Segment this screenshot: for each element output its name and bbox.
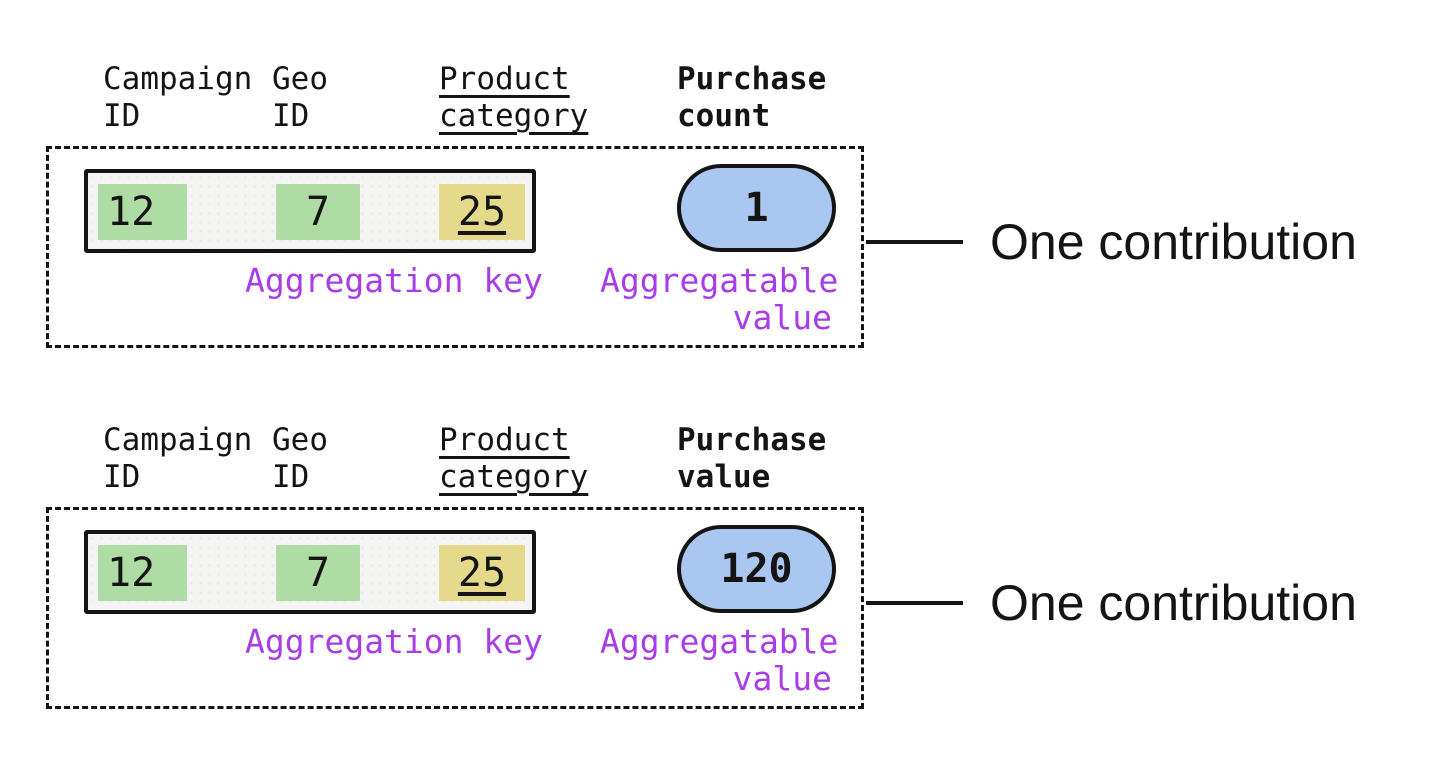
column-header-line: ID (272, 98, 310, 134)
column-header-line: Campaign (103, 422, 253, 458)
aggregatable-value-pill: 120 (677, 525, 836, 613)
contribution-block-value: Campaign ID Geo ID Product category Purc… (0, 361, 1442, 741)
aggregation-key-label: Aggregation key (244, 261, 543, 300)
campaign-id-cell: 12 (98, 184, 187, 240)
column-header-line: category (439, 98, 589, 134)
aggregatable-value-number: 1 (744, 185, 769, 231)
campaign-id-cell: 12 (98, 545, 187, 601)
aggregatable-value-label: Aggregatable value (600, 622, 839, 698)
column-header-line: Campaign (103, 61, 253, 97)
column-header-purchase-count: Purchase count (677, 61, 826, 135)
column-header-line: category (439, 459, 589, 495)
column-header-line: count (677, 98, 771, 134)
column-header-line: Geo (272, 61, 328, 97)
column-header-line: Geo (272, 422, 328, 458)
geo-id-cell: 7 (276, 184, 360, 240)
aggregatable-value-label: Aggregatable value (600, 261, 839, 337)
column-header-campaign-id: Campaign ID (103, 61, 252, 135)
contribution-boundary (46, 507, 864, 709)
column-header-line: Product (439, 61, 570, 97)
aggregatable-value-label-line: value (732, 659, 832, 698)
product-category-cell: 25 (439, 545, 525, 601)
column-header-product-category: Product category (439, 61, 588, 135)
aggregatable-value-label-line: Aggregatable (600, 622, 839, 661)
column-header-geo-id: Geo ID (272, 422, 328, 496)
aggregatable-value-number: 120 (720, 546, 793, 592)
product-category-cell: 25 (439, 184, 525, 240)
aggregatable-value-label-line: Aggregatable (600, 261, 839, 300)
column-header-purchase-value: Purchase value (677, 422, 826, 496)
callout-connector-line (866, 601, 963, 605)
geo-id-cell: 7 (276, 545, 360, 601)
aggregatable-value-label-line: value (732, 298, 832, 337)
column-header-line: ID (272, 459, 310, 495)
column-header-line: value (677, 459, 771, 495)
callout-one-contribution: One contribution (990, 575, 1357, 631)
column-header-geo-id: Geo ID (272, 61, 328, 135)
column-header-line: ID (103, 459, 141, 495)
column-header-line: Purchase (677, 422, 827, 458)
column-header-product-category: Product category (439, 422, 588, 496)
callout-connector-line (866, 240, 963, 244)
aggregation-key-label: Aggregation key (244, 622, 543, 661)
column-header-line: Product (439, 422, 570, 458)
product-category-value: 25 (457, 550, 507, 596)
column-header-line: Purchase (677, 61, 827, 97)
contribution-boundary (46, 146, 864, 348)
product-category-value: 25 (457, 189, 507, 235)
callout-one-contribution: One contribution (990, 214, 1357, 270)
column-header-line: ID (103, 98, 141, 134)
contribution-block-count: Campaign ID Geo ID Product category Purc… (46, 61, 1357, 348)
aggregatable-value-pill: 1 (677, 164, 836, 252)
column-header-campaign-id: Campaign ID (103, 422, 252, 496)
